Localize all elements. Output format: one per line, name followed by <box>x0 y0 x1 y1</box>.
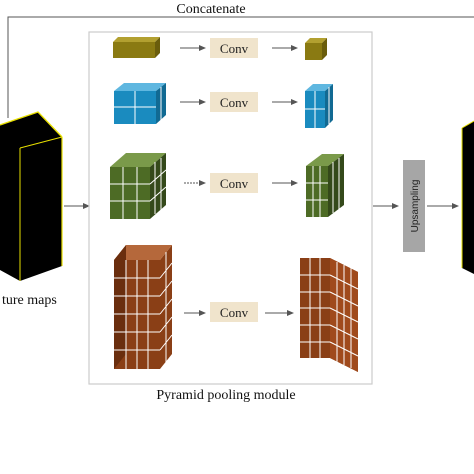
conv-label-1: Conv <box>220 41 249 56</box>
pool-level-2x2 <box>114 83 166 124</box>
pool-level-6x6 <box>114 245 173 369</box>
conv-label-3: Conv <box>220 176 249 191</box>
output-level-2x2 <box>305 84 333 128</box>
pyramid-pooling-module-box <box>88 31 373 385</box>
upsampling-box: Upsampling <box>403 160 425 252</box>
conv-label-4: Conv <box>220 305 249 320</box>
output-level-3x3 <box>306 154 344 217</box>
conv-box-4: Conv <box>210 302 258 322</box>
feature-maps-label: ture maps <box>2 293 57 308</box>
concatenate-connector <box>7 16 474 118</box>
pyramid-pooling-module-label: Pyramid pooling module <box>156 388 295 403</box>
conv-box-2: Conv <box>210 92 258 112</box>
output-feature-map <box>461 120 474 274</box>
pool-level-3x3 <box>110 153 167 219</box>
conv-box-3: Conv <box>210 173 258 193</box>
output-level-6x6 <box>300 258 359 372</box>
input-feature-map <box>0 111 63 281</box>
conv-box-1: Conv <box>210 38 258 58</box>
pool-level-1x1 <box>113 37 160 58</box>
output-level-1x1 <box>305 38 327 60</box>
concatenate-label: Concatenate <box>176 2 245 17</box>
conv-label-2: Conv <box>220 95 249 110</box>
upsampling-label: Upsampling <box>410 180 421 233</box>
